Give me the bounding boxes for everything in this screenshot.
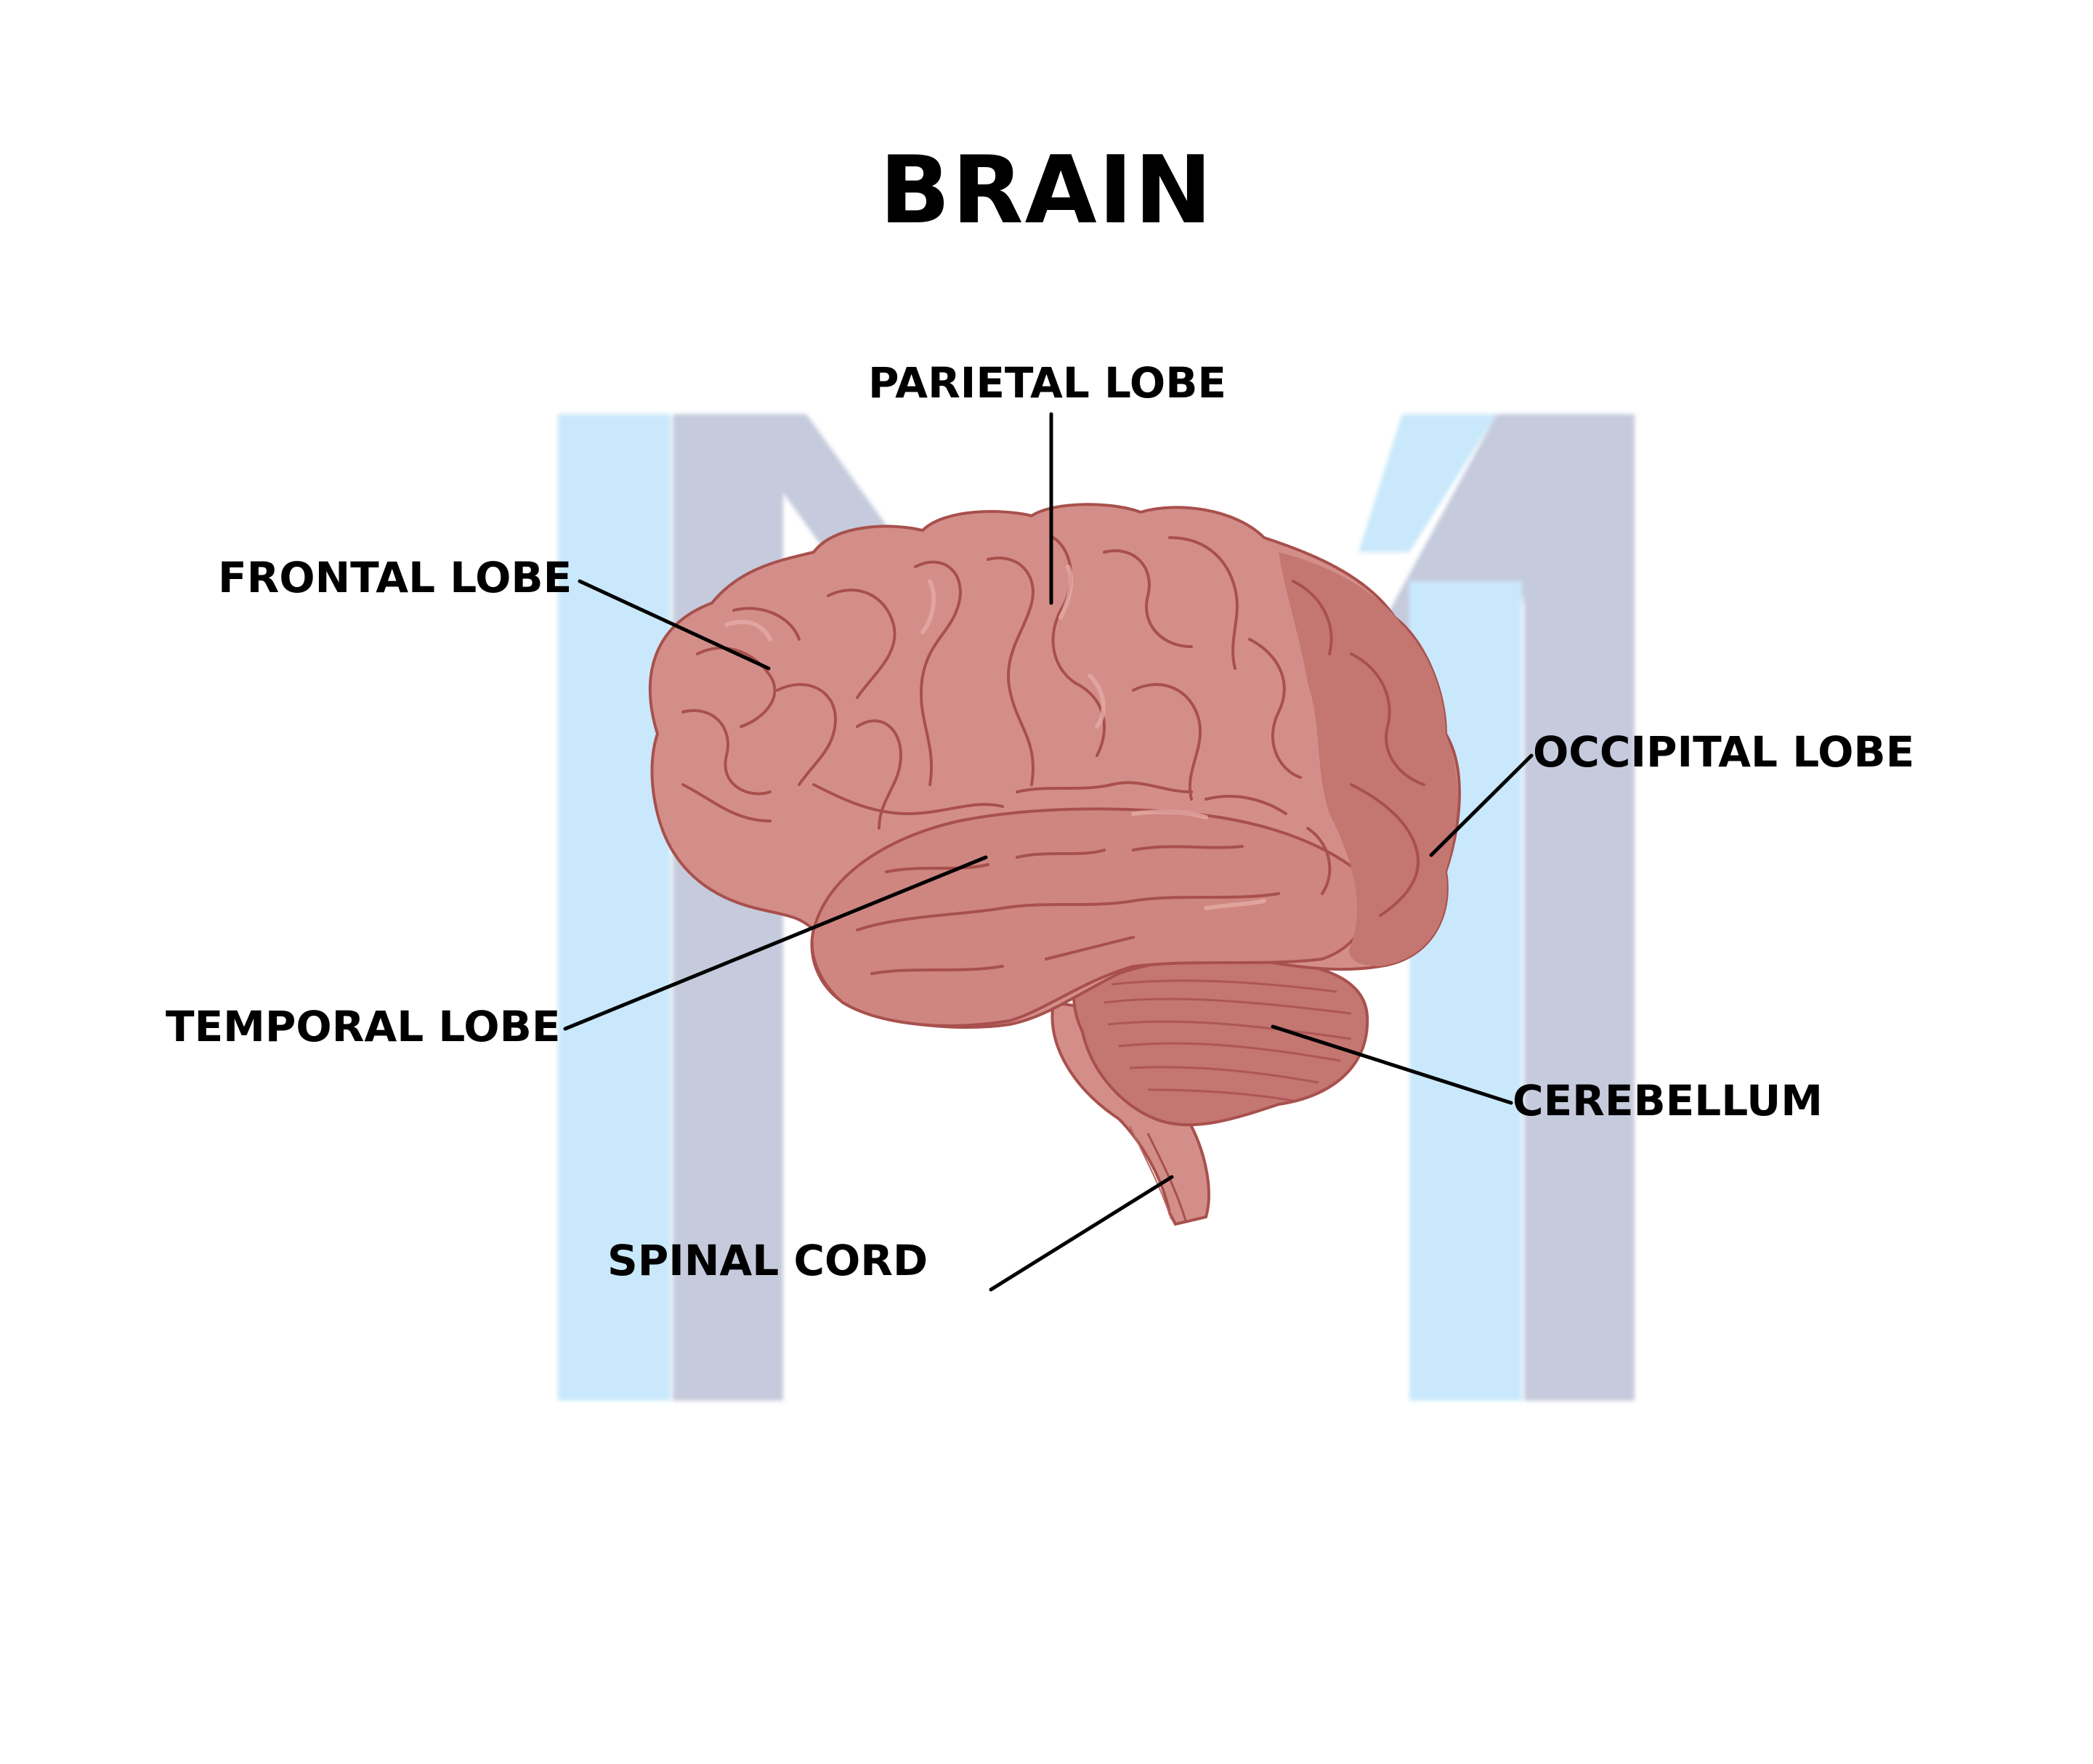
- cerebrum-highlights: [724, 565, 1266, 910]
- watermark-right-grey-bar: [1524, 414, 1635, 1401]
- leader-line-cerebellum: [1271, 1024, 1513, 1105]
- watermark-left-blue-bar: [558, 414, 671, 1401]
- leader-line-spinal: [989, 1175, 1174, 1292]
- leader-lines: [563, 412, 1534, 1292]
- brain-illustration: [648, 503, 1461, 1226]
- cerebellum-folds: [1104, 979, 1352, 1102]
- label-temporal-lobe: TEMPORAL LOBE: [166, 1002, 561, 1051]
- occipital-region-shape: [1279, 552, 1458, 966]
- leader-line-occipital: [1429, 753, 1534, 857]
- cerebrum-folds: [681, 536, 1425, 975]
- spinal-cord-groove-2: [1129, 1125, 1172, 1220]
- label-frontal-lobe: FRONTAL LOBE: [218, 553, 572, 602]
- label-spinal-cord: SPINAL CORD: [607, 1236, 928, 1285]
- label-occipital-lobe: OCCIPITAL LOBE: [1533, 727, 1915, 777]
- leader-line-frontal: [578, 579, 771, 671]
- temporal-lobe-shape: [810, 807, 1370, 1027]
- diagram-title: BRAIN: [879, 137, 1214, 245]
- label-parietal-lobe: PARIETAL LOBE: [868, 358, 1227, 408]
- label-cerebellum: CEREBELLUM: [1513, 1076, 1823, 1125]
- watermark-right-diagonal-blue: [1359, 414, 1497, 552]
- leader-line-temporal: [563, 855, 988, 1031]
